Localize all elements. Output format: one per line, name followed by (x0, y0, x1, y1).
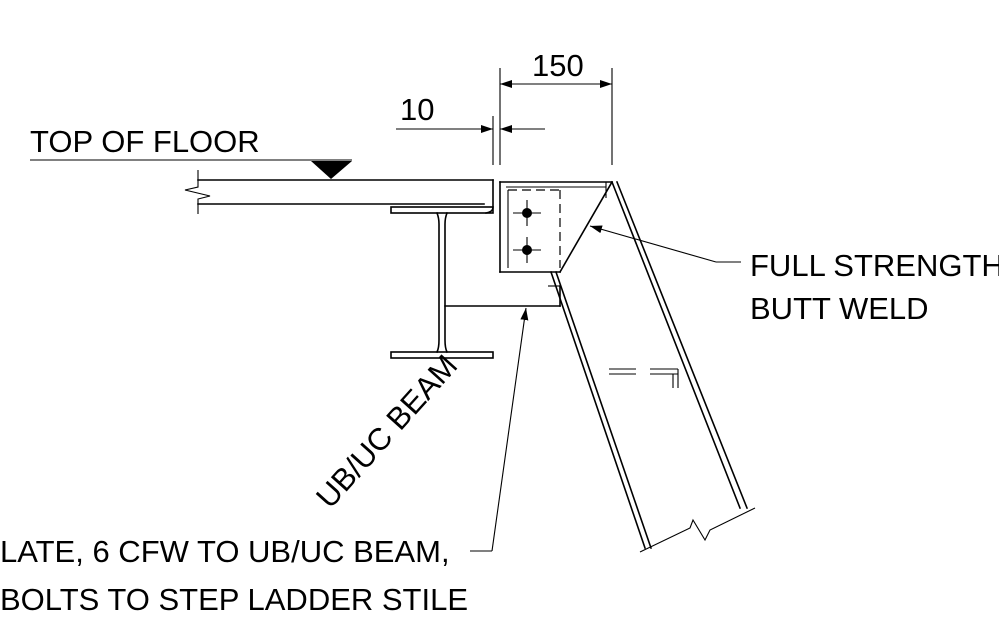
dimension-10-text: 10 (400, 92, 434, 127)
dimension-150 (499, 68, 613, 165)
ub-uc-beam-section (390, 206, 494, 359)
top-of-floor-marker (30, 159, 352, 179)
weld-leader (589, 225, 741, 263)
fin-plate (444, 285, 561, 307)
end-plate (499, 180, 614, 274)
plate-label-line2: BOLTS TO STEP LADDER STILE (0, 582, 468, 617)
plate-leader (470, 307, 529, 552)
bolt-icon (522, 245, 532, 255)
level-triangle-icon (311, 161, 352, 179)
beam-label: UB/UC BEAM (309, 348, 464, 515)
ladder-stile (549, 180, 756, 553)
bolts (513, 200, 541, 263)
weld-label-line1: FULL STRENGTH (750, 248, 999, 283)
weld-label-line2: BUTT WELD (750, 291, 929, 326)
plate-label-line1: LATE, 6 CFW TO UB/UC BEAM, (0, 534, 450, 569)
dimension-10 (396, 116, 545, 165)
bolt-icon (522, 208, 532, 218)
dimension-150-text: 150 (532, 48, 584, 83)
top-of-floor-label: TOP OF FLOOR (30, 124, 260, 159)
